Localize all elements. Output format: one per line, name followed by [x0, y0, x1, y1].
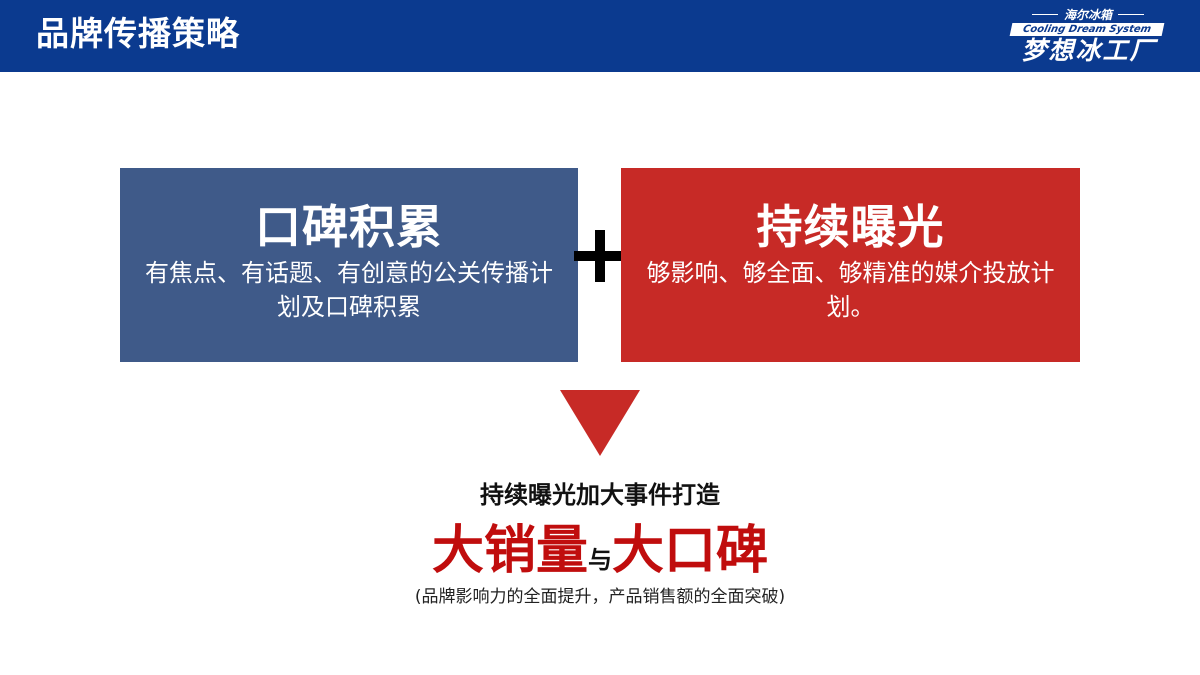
result-slogan: 大销量与大口碑 — [0, 518, 1200, 596]
box-title: 持续曝光 — [756, 200, 945, 254]
exposure-box: 持续曝光 够影响、够全面、够精准的媒介投放计划。 — [621, 168, 1080, 362]
logo-rule-left — [1031, 13, 1058, 15]
logo-top-text: 海尔冰箱 — [1063, 7, 1112, 22]
slogan-connector: 与 — [588, 546, 612, 574]
result-heading: 持续曝光加大事件打造 — [480, 481, 720, 509]
logo-top: 海尔冰箱 — [1003, 6, 1173, 22]
plus-vertical — [595, 230, 605, 282]
down-triangle-icon — [560, 390, 640, 456]
slogan-left: 大销量 — [431, 521, 588, 581]
box-description: 够影响、够全面、够精准的媒介投放计划。 — [646, 259, 1055, 321]
box-description: 有焦点、有话题、有创意的公关传播计划及口碑积累 — [145, 259, 553, 321]
logo-main-text: 梦想冰工厂 — [1021, 36, 1157, 65]
logo-band-text: Cooling Dream System — [1009, 23, 1165, 36]
brand-logo: 海尔冰箱 Cooling Dream System 梦想冰工厂 — [1003, 6, 1173, 68]
slogan-right: 大口碑 — [612, 521, 769, 581]
logo-rule-right — [1118, 13, 1144, 15]
word-of-mouth-box: 口碑积累 有焦点、有话题、有创意的公关传播计划及口碑积累 — [120, 168, 578, 362]
box-title: 口碑积累 — [255, 200, 443, 254]
result-caption: (品牌影响力的全面提升，产品销售额的全面突破) — [414, 587, 786, 607]
plus-icon — [574, 230, 626, 282]
header-bar: 品牌传播策略 海尔冰箱 Cooling Dream System 梦想冰工厂 — [0, 0, 1200, 72]
page-title: 品牌传播策略 — [36, 14, 240, 53]
